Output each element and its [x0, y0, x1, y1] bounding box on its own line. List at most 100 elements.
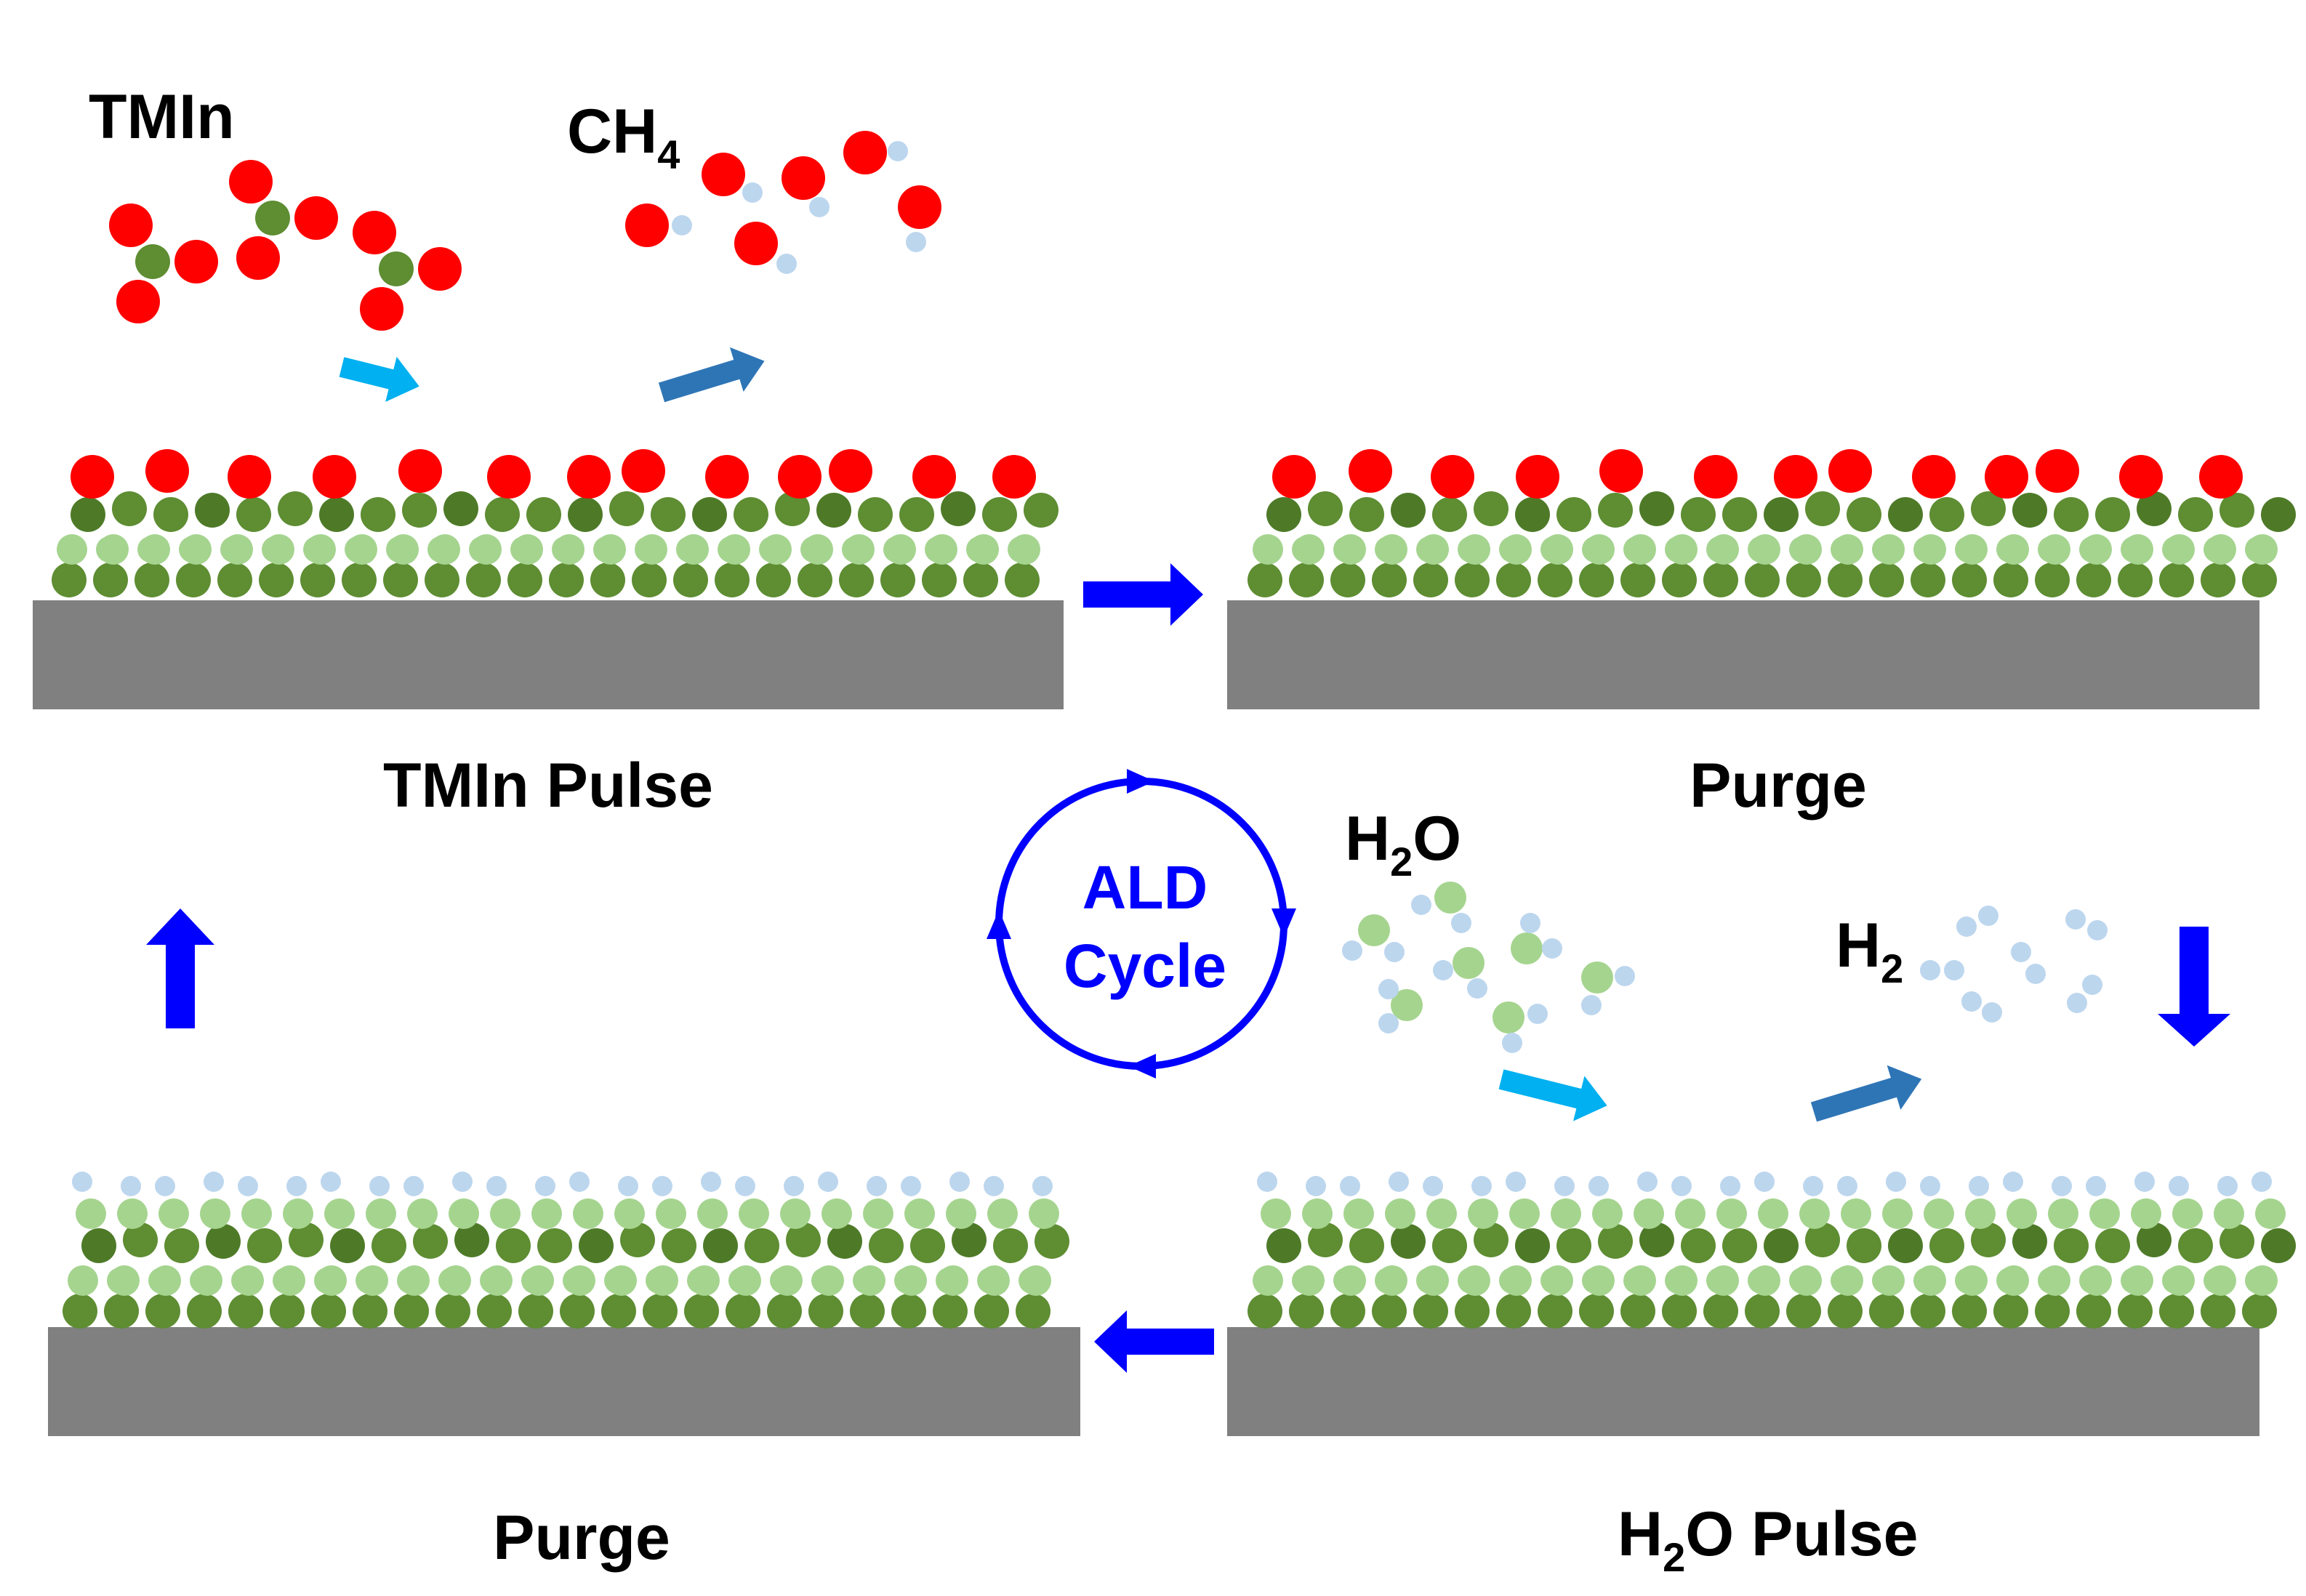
oxygen-atom [1292, 1267, 1318, 1294]
indium-atom [1024, 493, 1058, 528]
methane-molecule [702, 153, 763, 203]
indium-atom [300, 563, 335, 597]
hydrogen-atom [1886, 1172, 1906, 1192]
oxygen-atom [1499, 536, 1525, 563]
indium-atom [153, 497, 188, 532]
hydroxyl-oxygen [531, 1198, 562, 1229]
indium-atom [767, 1294, 802, 1329]
indium-atom [52, 563, 87, 597]
hydrogen-atom [1837, 1176, 1857, 1196]
hydrogen-atom [949, 1172, 970, 1192]
hydrogen-atom [1502, 1033, 1522, 1053]
indium-atom [1993, 563, 2028, 597]
indium-atom [891, 1294, 926, 1329]
oxygen-atom [687, 1267, 713, 1294]
indium-atom [1681, 497, 1716, 532]
oxygen-atom [966, 536, 992, 563]
indium-atom [899, 497, 934, 532]
oxygen-atom [1375, 1267, 1401, 1294]
h2-label: H2 [1836, 911, 1903, 991]
indium-atom [1952, 1294, 1987, 1329]
oxygen-atom [1458, 536, 1484, 563]
hydroxyl-oxygen [2089, 1198, 2120, 1229]
hydrogen-atom [1032, 1176, 1053, 1196]
hydroxyl-oxygen [407, 1198, 438, 1229]
ch4-product-arrow [658, 347, 765, 403]
carbon-atom [734, 222, 778, 265]
indium-atom [1330, 563, 1365, 597]
hydrogen-atom [2067, 993, 2087, 1013]
oxygen-atom [1706, 1267, 1732, 1294]
hydrogen-atom [569, 1172, 590, 1192]
methyl-group [1272, 455, 1316, 499]
methane-molecule [625, 203, 692, 247]
indium-atom [579, 1228, 614, 1263]
indium-atom [1764, 1228, 1799, 1263]
methyl-group [116, 280, 160, 323]
indium-atom [145, 1294, 180, 1329]
hydrogen-atom [652, 1176, 672, 1196]
oxygen-atom [593, 536, 619, 563]
indium-atom [496, 1228, 531, 1263]
hydroxyl-oxygen [1634, 1198, 1664, 1229]
indium-atom [112, 491, 147, 526]
indium-atom [2261, 1228, 2296, 1263]
h2o-label-o: O [1413, 804, 1461, 874]
methyl-group [622, 449, 665, 493]
h2o-label: H2O [1345, 804, 1461, 884]
indium-atom [371, 1228, 406, 1263]
hydrogen-atom [1451, 913, 1471, 933]
methyl-group [2119, 455, 2163, 499]
oxygen-atom [137, 536, 164, 563]
oxygen-atom [107, 1267, 133, 1294]
oxygen-atom [262, 536, 288, 563]
methyl-group [109, 203, 153, 247]
indium-atom [910, 1228, 945, 1263]
indium-atom [715, 563, 750, 597]
hydrogen-atom [238, 1176, 258, 1196]
indium-atom [880, 563, 915, 597]
indium-atom [425, 563, 459, 597]
oxygen-atom [303, 536, 329, 563]
oxygen-atom [759, 536, 785, 563]
indium-atom [632, 563, 667, 597]
indium-atom [259, 563, 294, 597]
cycle-label-line1: ALD [1082, 853, 1208, 922]
methyl-group [145, 449, 189, 493]
h2-product-arrow [1810, 1065, 1922, 1122]
hydrogen-atom [286, 1176, 307, 1196]
indium-atom [2012, 1224, 2047, 1259]
indium-atom [549, 563, 584, 597]
indium-atom [2242, 563, 2277, 597]
indium-atom [1786, 563, 1821, 597]
indium-atom [2201, 1294, 2235, 1329]
arrow-right-icon [1083, 563, 1203, 626]
indium-atom [1248, 563, 1282, 597]
indium-atom [485, 497, 520, 532]
indium-atom [2159, 563, 2194, 597]
oxygen-atom [220, 536, 246, 563]
arrow-down-icon [2158, 927, 2230, 1047]
indium-atom [993, 1228, 1028, 1263]
hydrogen-atom [204, 1172, 224, 1192]
hydroxyl-oxygen [614, 1198, 645, 1229]
indium-atom [289, 1222, 324, 1257]
oxygen-atom [231, 1267, 257, 1294]
hydrogen-atom [2134, 1172, 2155, 1192]
methyl-group [294, 196, 338, 240]
oxygen-atom [894, 1267, 920, 1294]
water-molecule [1581, 962, 1635, 1015]
methyl-group [1431, 455, 1474, 499]
indium-atom [692, 497, 727, 532]
indium-atom [601, 1294, 636, 1329]
indium-atom [1805, 491, 1840, 526]
oxygen-atom [1623, 536, 1650, 563]
oxygen-atom [469, 536, 495, 563]
step-label-purge-top: Purge [1690, 751, 1867, 821]
oxygen-atom [1375, 536, 1401, 563]
indium-atom [1474, 491, 1508, 526]
methyl-group [778, 455, 821, 499]
oxygen-atom [480, 1267, 506, 1294]
hydrogen-atom [888, 141, 908, 161]
